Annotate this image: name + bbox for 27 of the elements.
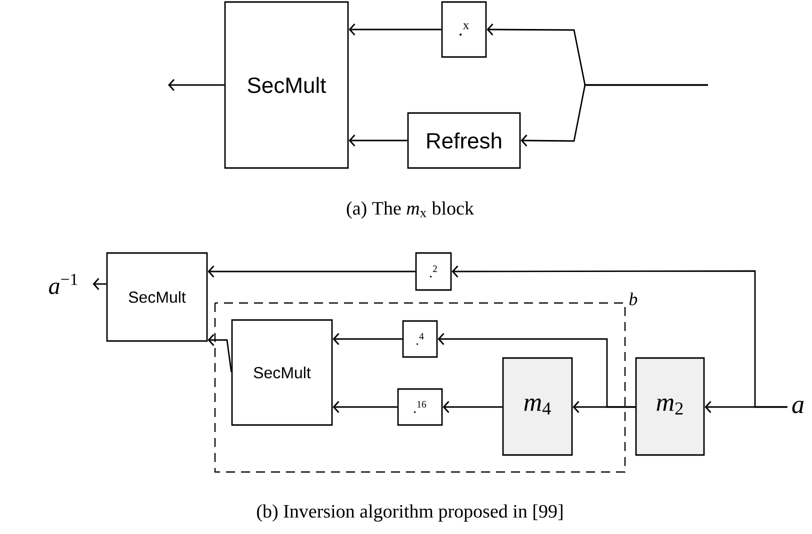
arrow (348, 24, 442, 36)
signal-label: a (792, 400, 804, 414)
arrow (438, 333, 636, 408)
power-box: .$^{2}$ (415, 252, 452, 291)
caption: (a) The m$_{x}$ block (346, 201, 474, 219)
module-box: m$_{4}$ (502, 357, 573, 456)
process-box: Refresh (407, 112, 521, 169)
arrow (332, 400, 398, 413)
arrow (208, 265, 416, 278)
process-box: SecMult (224, 1, 349, 169)
arrow (704, 400, 788, 413)
power-box: .$^{4}$ (402, 320, 438, 358)
arrow (348, 134, 408, 146)
caption: (b) Inversion algorithm proposed in [99] (257, 504, 562, 522)
signal-label: a$^{−1}$ (49, 274, 78, 294)
arrow (92, 278, 106, 290)
arrow (520, 84, 708, 147)
arrow (208, 334, 232, 372)
power-box: .$^{x}$ (441, 1, 487, 58)
module-box: m$_{2}$ (635, 357, 705, 456)
power-box: .$^{16}$ (397, 388, 443, 426)
arrow (332, 333, 402, 345)
arrow (442, 400, 502, 413)
process-box: SecMult (231, 319, 333, 426)
process-box: SecMult (106, 252, 208, 342)
arrow (168, 79, 224, 91)
node-label: b (629, 292, 638, 306)
